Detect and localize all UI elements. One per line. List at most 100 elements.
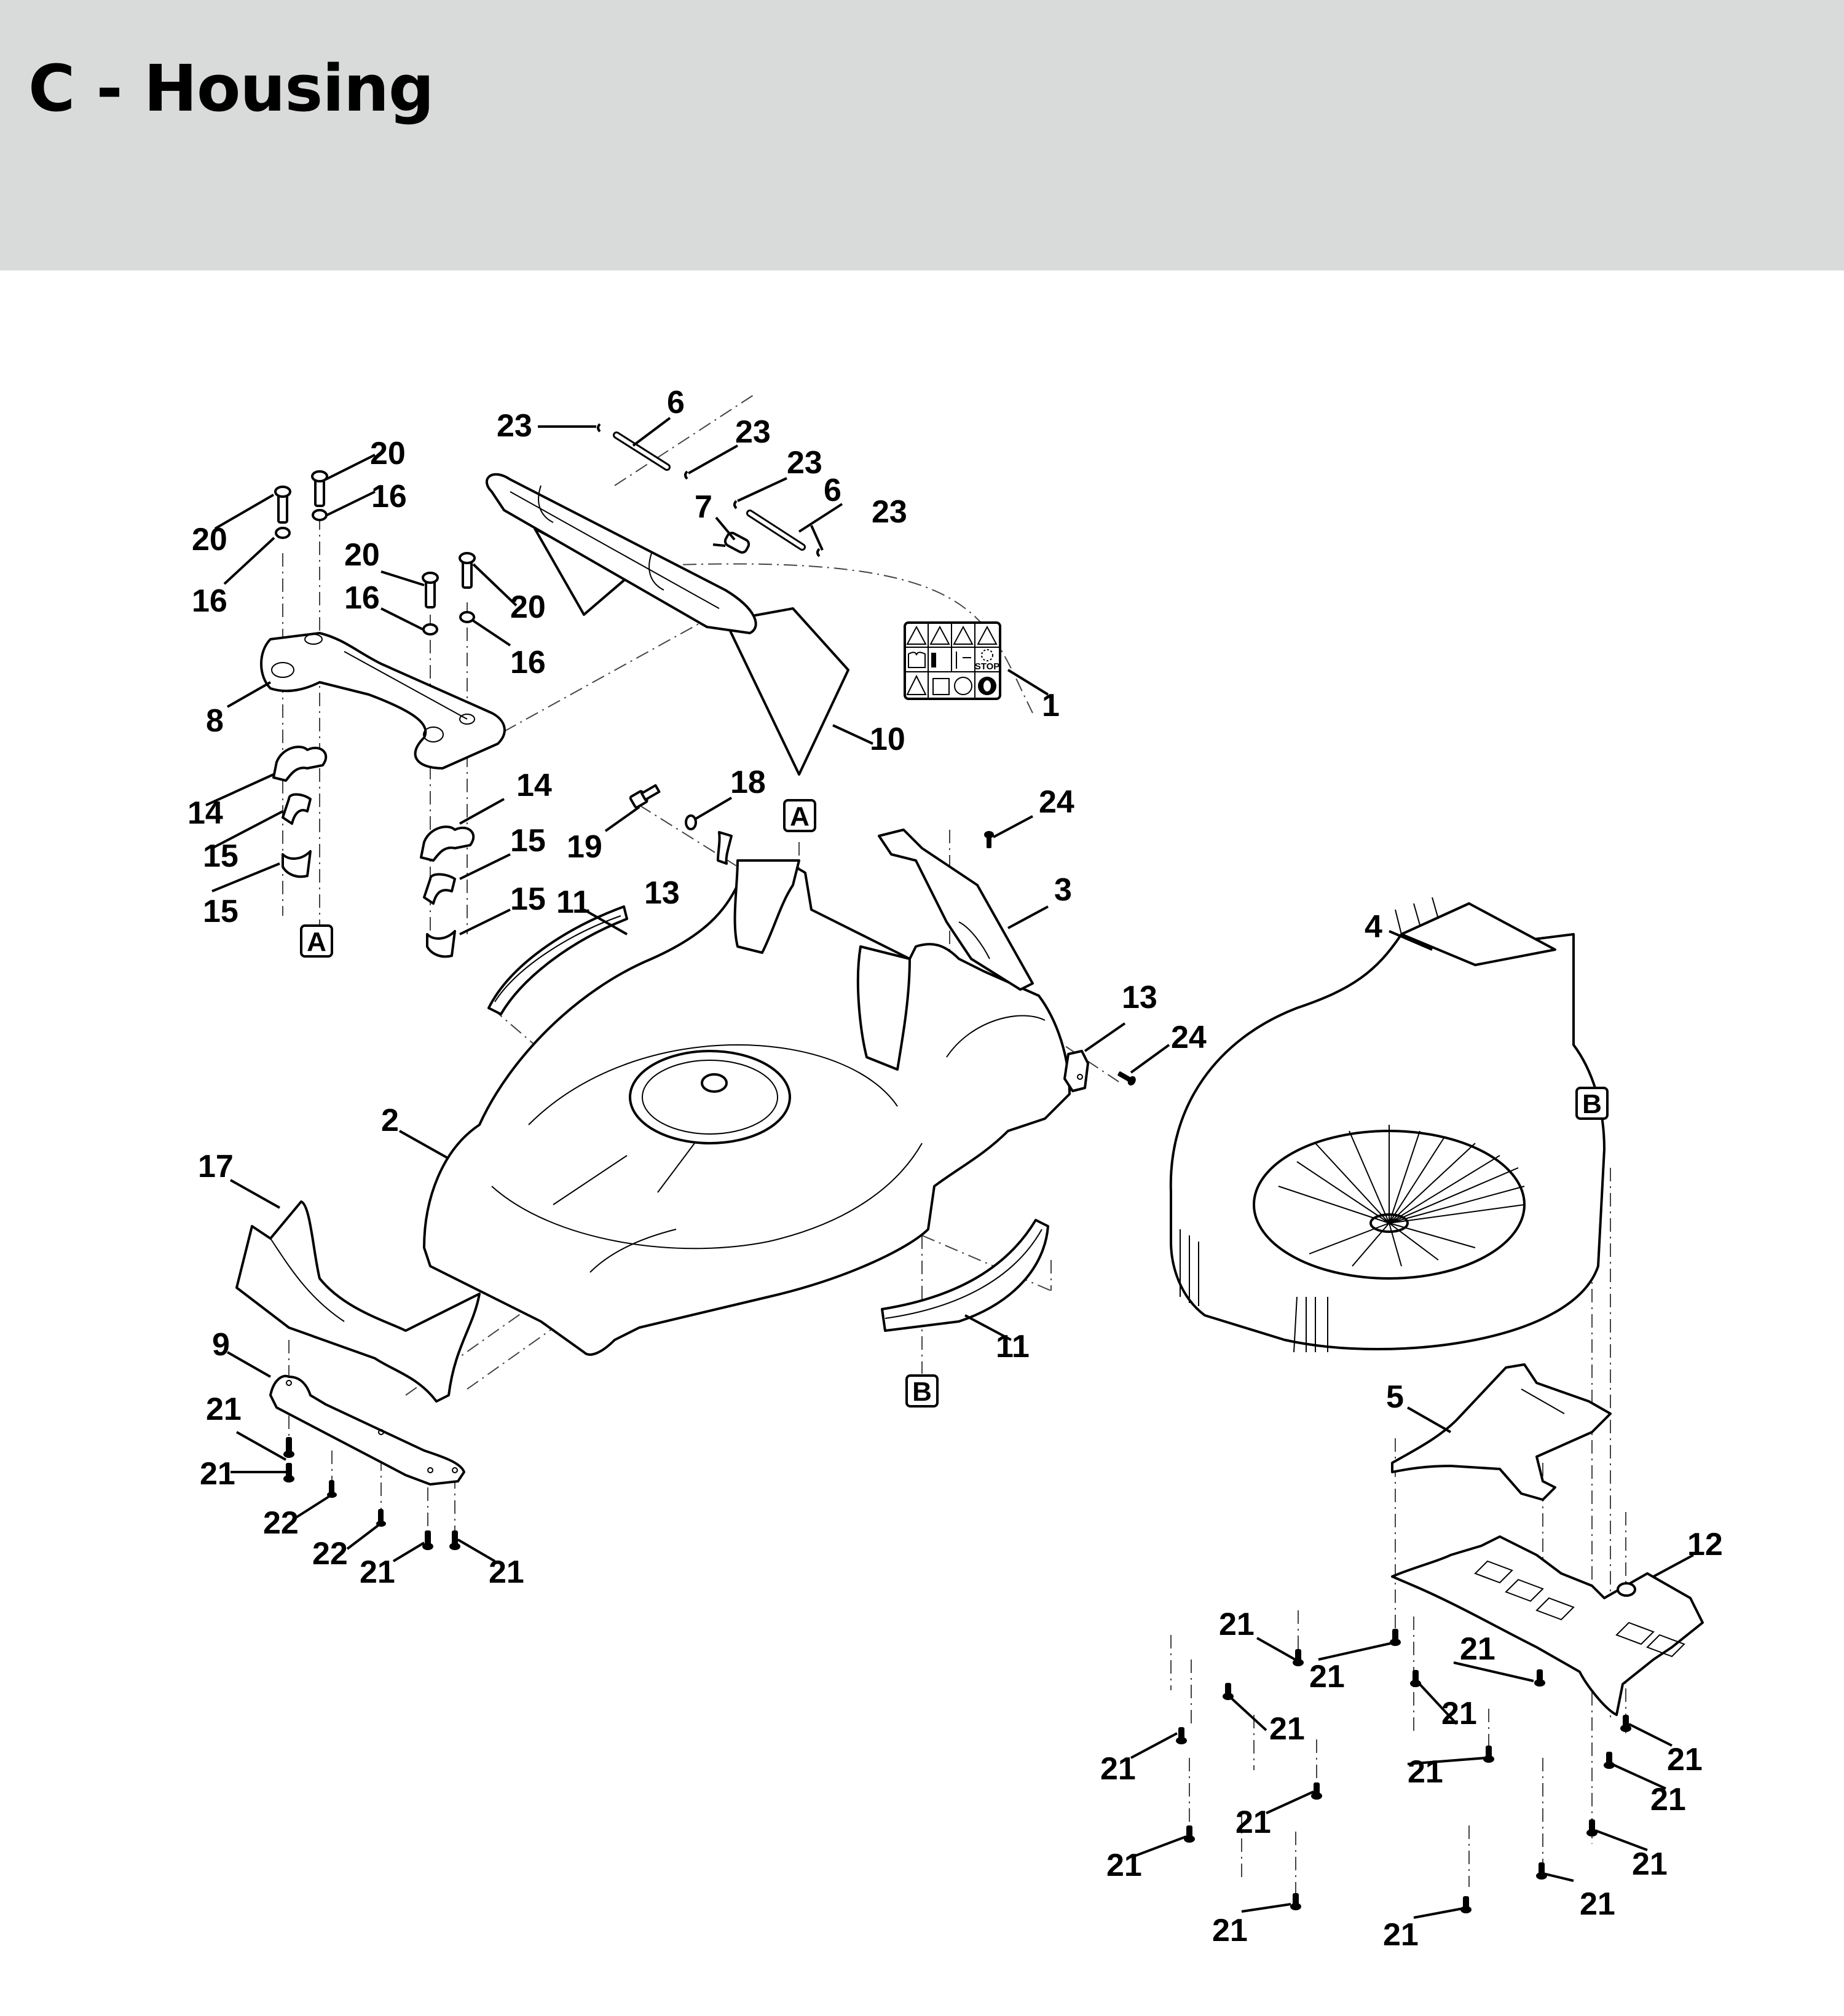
part-1-warning-label[interactable]: STOP [904, 621, 1001, 700]
callout-21: 21 [1580, 1886, 1615, 1922]
screw-21-icon [1620, 1715, 1631, 1732]
callout-6: 6 [824, 473, 841, 508]
screw-21-icon [1604, 1752, 1615, 1769]
reference-box-a-left: A [300, 924, 333, 958]
callout-15: 15 [510, 823, 546, 859]
callout-21: 21 [1650, 1782, 1686, 1817]
reference-box-b-right: B [1575, 1087, 1609, 1120]
callout-5: 5 [1386, 1379, 1404, 1415]
callout-20: 20 [510, 589, 546, 625]
callout-21: 21 [1667, 1742, 1703, 1778]
part-13-spacer[interactable] [1063, 1050, 1089, 1092]
page-header: C - Housing [0, 0, 1844, 270]
callout-21: 21 [1383, 1917, 1419, 1953]
clamps-14-15 [272, 746, 475, 958]
callout-24: 24 [1171, 1020, 1207, 1055]
callout-11: 11 [556, 884, 590, 920]
no-hand-under-deck-icon [954, 677, 972, 695]
clamp-15-icon [282, 793, 312, 825]
part-17-front-bumper[interactable] [235, 1200, 481, 1403]
screw-21-icon [1311, 1782, 1322, 1800]
callout-15: 15 [510, 881, 546, 917]
screw-20-icon [459, 552, 476, 589]
callout-21: 21 [200, 1456, 235, 1492]
callout-10: 10 [870, 722, 905, 757]
screw-21-icon [1536, 1862, 1547, 1880]
foot-in-blade-warning-icon [953, 625, 974, 645]
screw-21-icon [422, 1530, 433, 1550]
reference-box-b-bottom: B [905, 1374, 939, 1408]
part-11-front-trim-strip[interactable] [881, 1219, 1049, 1332]
callout-3: 3 [1054, 872, 1072, 908]
svg-text:A: A [790, 801, 810, 832]
part-2-mower-deck[interactable] [423, 859, 1071, 1356]
screw-21-icon [1483, 1746, 1494, 1763]
clamp-15-icon [423, 873, 456, 905]
callout-22: 22 [263, 1505, 299, 1541]
callout-16: 16 [371, 479, 407, 514]
callout-21: 21 [1212, 1913, 1248, 1948]
callout-23: 23 [497, 408, 532, 444]
callout-21: 21 [1100, 1751, 1136, 1787]
grommet-16-icon [312, 509, 328, 521]
callout-23: 23 [735, 414, 771, 450]
part-5-air-duct[interactable] [1391, 1363, 1612, 1501]
screw-21-icon [1460, 1896, 1472, 1913]
svg-text:A: A [307, 927, 326, 957]
grommet-16-icon [275, 527, 291, 539]
callout-12: 12 [1687, 1527, 1723, 1562]
bolt-19-washer-18 [629, 784, 733, 865]
part-12-bottom-plate[interactable] [1391, 1535, 1704, 1716]
screw-21-icon [1184, 1825, 1195, 1843]
screw-20-icon [274, 486, 291, 524]
screw-21-icon [1290, 1893, 1301, 1910]
callout-20: 20 [344, 537, 380, 573]
clip-23-icon [684, 470, 688, 480]
callout-21: 21 [1219, 1607, 1255, 1642]
callout-7: 7 [695, 489, 712, 525]
callout-20: 20 [192, 522, 227, 557]
clamp-15-icon [282, 850, 312, 878]
callout-21: 21 [1309, 1659, 1345, 1695]
callout-13: 13 [644, 875, 680, 911]
svg-text:B: B [1582, 1089, 1602, 1119]
part-9-skid-plate[interactable] [269, 1374, 465, 1486]
clamp-15-icon [426, 930, 456, 958]
clamp-14-icon [272, 746, 328, 782]
callout-4: 4 [1365, 909, 1382, 945]
screws-21 [283, 1437, 1631, 1913]
screw-21-icon [1176, 1727, 1187, 1744]
callout-20: 20 [370, 436, 406, 471]
part-10-grass-guard[interactable] [486, 473, 849, 776]
callout-21: 21 [1460, 1631, 1495, 1667]
part-3-chute-flap[interactable] [878, 829, 1034, 991]
screws-20-grommets-16 [274, 470, 476, 636]
mower-tilt-icon [932, 678, 950, 695]
part-11-rear-trim-strip[interactable] [487, 905, 628, 1015]
blade-stop-icon [981, 649, 993, 661]
callout-16: 16 [510, 645, 546, 680]
screw-21-icon [1586, 1819, 1598, 1837]
callout-22: 22 [312, 1536, 348, 1572]
general-warning-icon [906, 674, 927, 695]
screw-24-icon [1117, 1071, 1136, 1086]
callout-21: 21 [1441, 1696, 1477, 1731]
callout-16: 16 [192, 583, 227, 619]
screw-21-icon [1534, 1669, 1545, 1687]
callout-21: 21 [1269, 1711, 1305, 1747]
callout-23: 23 [872, 494, 907, 530]
part-8-handle-bracket-cover[interactable] [260, 632, 506, 770]
screw-21-icon [283, 1437, 294, 1458]
screw-21-icon [1293, 1649, 1304, 1666]
callout-21: 21 [360, 1554, 395, 1590]
callout-2: 2 [381, 1103, 399, 1138]
part-4-fan-housing[interactable] [1169, 897, 1606, 1353]
clamp-14-icon [420, 825, 475, 862]
callout-21: 21 [1235, 1805, 1271, 1840]
screw-20-icon [311, 470, 328, 507]
slope-icon [956, 652, 971, 669]
pins-clips-spring [597, 423, 821, 557]
callout-6: 6 [667, 385, 685, 420]
keep-distance-icon [931, 653, 936, 667]
callout-14: 14 [516, 768, 552, 803]
